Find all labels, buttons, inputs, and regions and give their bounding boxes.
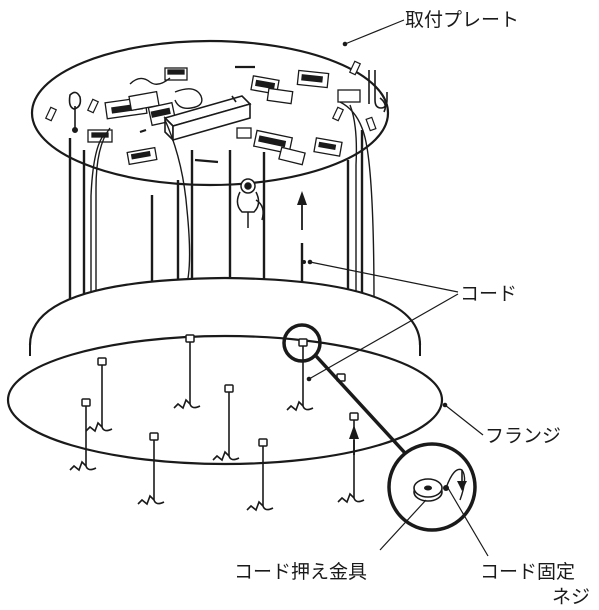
lift-arrow <box>297 191 307 264</box>
flange-cords <box>69 342 365 512</box>
leader-endpoints <box>306 41 448 408</box>
plate-hanger-hooks <box>68 70 388 134</box>
label-cord: コード <box>460 283 517 305</box>
plate-slots <box>139 65 255 164</box>
label-cord-holder: コード押え金具 <box>234 561 367 583</box>
label-cord-fixing-screw-1: コード固定 <box>480 561 575 583</box>
flange <box>6 276 444 466</box>
leader-lines <box>308 19 489 557</box>
plate-mounting-tabs <box>44 60 377 132</box>
label-flange: フランジ <box>485 425 561 447</box>
plate-terminal-blocks <box>87 67 361 166</box>
label-cord-fixing-screw-2: ネジ <box>552 586 590 608</box>
detail-magnifier <box>282 323 477 532</box>
insert-arrow <box>349 425 359 455</box>
label-mounting-plate: 取付プレート <box>405 9 519 31</box>
plate-wires <box>90 77 375 305</box>
support-rods <box>68 130 364 302</box>
bulb-socket <box>236 178 264 228</box>
